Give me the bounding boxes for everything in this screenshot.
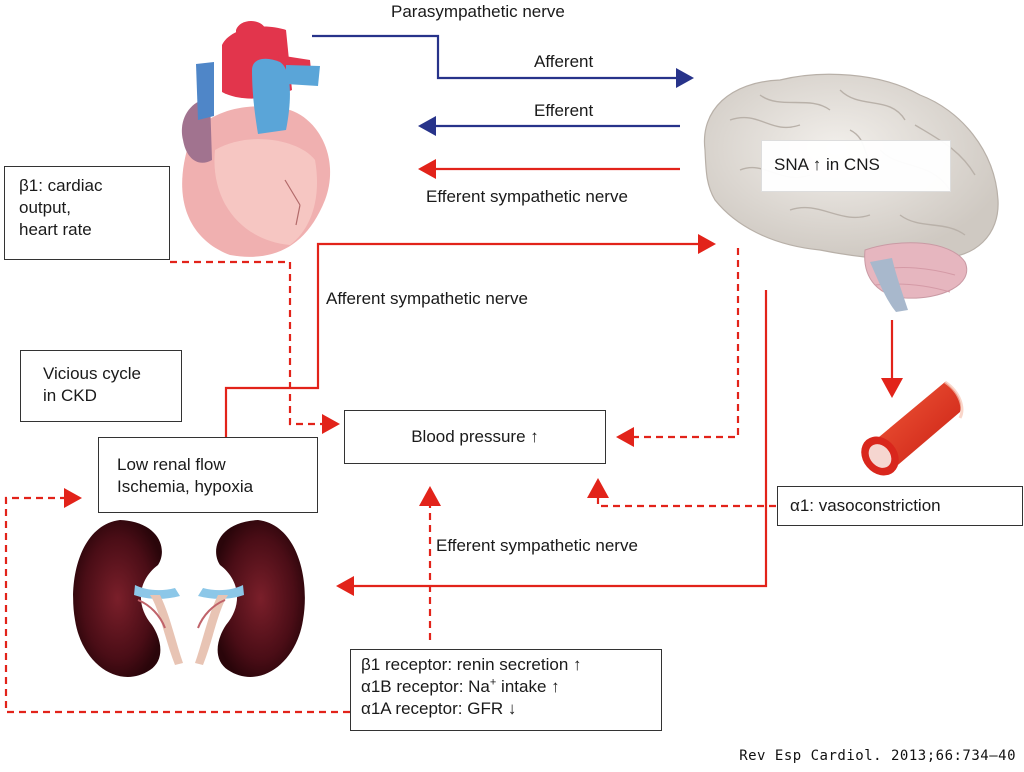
heart-illustration <box>181 21 331 257</box>
brain-illustration <box>703 73 999 312</box>
blood-pressure-box: Blood pressure ↑ <box>344 410 606 464</box>
sna-cns-box: SNA ↑ in CNS <box>761 140 951 192</box>
brain-to-bp-dashed-arrow <box>616 248 740 447</box>
blood-vessel-illustration <box>861 380 964 476</box>
sna-cns-text: SNA ↑ in CNS <box>774 155 880 174</box>
alpha1-vasoconstriction-box: α1: vasoconstriction <box>777 486 1023 526</box>
vicious-cycle-line: in CKD <box>43 386 97 405</box>
parasympathetic-efferent-arrow <box>418 116 680 136</box>
receptors-to-kidney-dashed-arrow <box>4 488 350 714</box>
afferent-sympathetic-nerve-label: Afferent sympathetic nerve <box>326 289 528 308</box>
beta1-cardiac-line: heart rate <box>19 220 92 239</box>
efferent-sympathetic-kidney-arrow <box>336 290 768 596</box>
efferent-label: Efferent <box>534 101 594 120</box>
vicious-cycle-box: Vicious cycle in CKD <box>20 350 182 422</box>
beta1-to-bp-dashed-arrow <box>170 260 340 434</box>
alpha1-to-bp-dashed-arrow <box>587 478 776 508</box>
efferent-sympathetic-nerve-bottom-label: Efferent sympathetic nerve <box>436 536 638 555</box>
receptors-to-bp-dashed-arrow <box>419 486 441 640</box>
alpha1b-intake-text: intake ↑ <box>496 677 560 696</box>
efferent-sympathetic-heart-arrow <box>418 159 680 179</box>
low-renal-line: Ischemia, hypoxia <box>117 477 254 496</box>
parasympathetic-afferent-arrow <box>312 34 694 88</box>
beta1-cardiac-line: output, <box>19 198 71 217</box>
sodium-superscript: + <box>489 676 497 689</box>
receptors-box: β1 receptor: renin secretion ↑ α1B recep… <box>350 649 662 731</box>
beta1-cardiac-box: β1: cardiac output, heart rate <box>4 166 170 260</box>
alpha1a-gfr-line: α1A receptor: GFR ↓ <box>361 699 517 718</box>
alpha1b-sodium-line: α1B receptor: Na+ intake ↑ <box>361 676 651 698</box>
parasympathetic-nerve-label: Parasympathetic nerve <box>391 2 565 21</box>
afferent-label: Afferent <box>534 52 594 71</box>
afferent-sympathetic-arrow <box>224 234 716 437</box>
efferent-sympathetic-nerve-top-label: Efferent sympathetic nerve <box>426 187 628 206</box>
alpha1-vasoconstriction-text: α1: vasoconstriction <box>790 496 941 515</box>
brain-to-vessel-arrow <box>881 320 903 398</box>
low-renal-flow-box: Low renal flow Ischemia, hypoxia <box>98 437 318 513</box>
source-credit: Rev Esp Cardiol. 2013;66:734–40 <box>739 748 1016 764</box>
blood-pressure-text: Blood pressure ↑ <box>411 427 539 446</box>
low-renal-line: Low renal flow <box>117 455 226 474</box>
beta1-cardiac-line: β1: cardiac <box>19 176 103 195</box>
alpha1b-text: α1B receptor: Na <box>361 677 490 696</box>
kidneys-illustration <box>73 520 305 677</box>
beta1-renin-line: β1 receptor: renin secretion ↑ <box>361 655 582 674</box>
vicious-cycle-line: Vicious cycle <box>43 364 141 383</box>
